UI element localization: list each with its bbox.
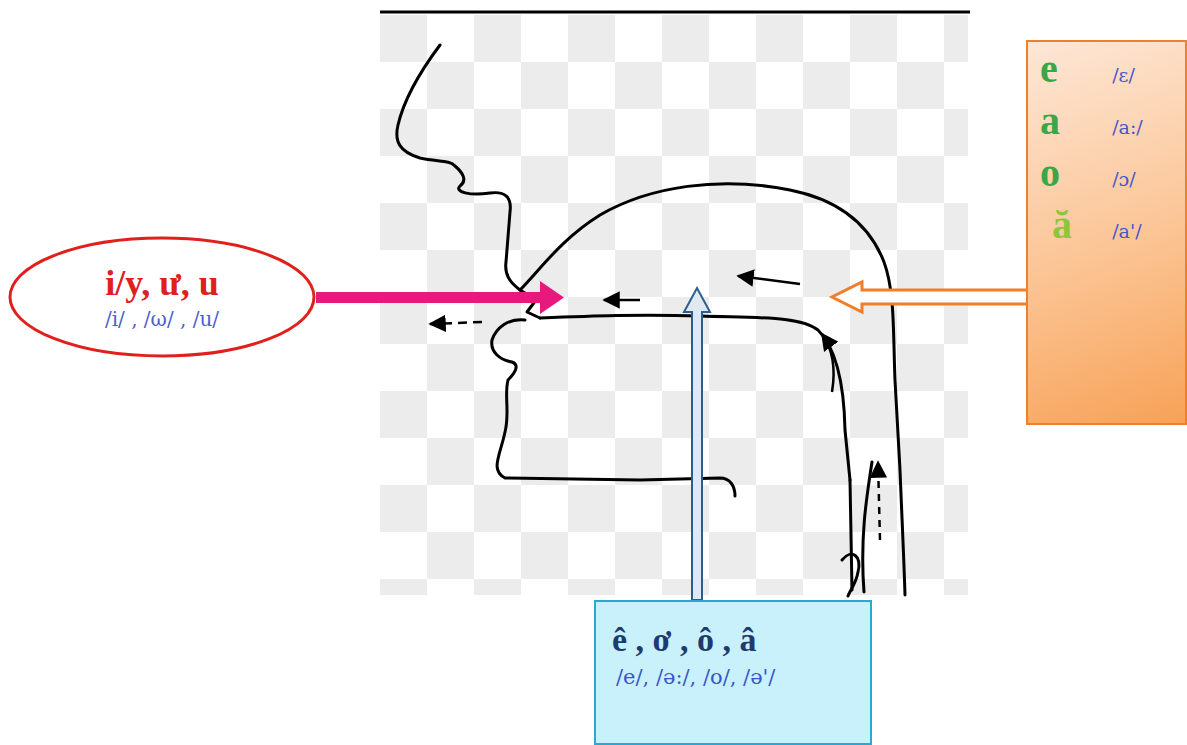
blue-pointer-arrow <box>684 288 710 600</box>
ipa-symbols: /ɛ/ <box>1112 65 1173 87</box>
ipa-symbols: /i/ , /ω/ , /u/ <box>105 308 219 331</box>
ipa-symbols: /a:/ <box>1112 117 1173 139</box>
vowel-letters: a <box>1040 98 1102 144</box>
vowel-box: ê , ơ , ô , â/e/, /ə:/, /o/, /ə'/ <box>594 600 872 745</box>
vowel-letters: o <box>1040 150 1102 196</box>
head-outline <box>397 45 905 596</box>
ipa-symbols: /e/, /ə:/, /o/, /ə'/ <box>612 665 775 689</box>
frame-line <box>380 11 970 14</box>
ipa-symbols: /a'/ <box>1112 221 1173 243</box>
ipa-symbols: /ɔ/ <box>1112 169 1173 191</box>
orange-pointer-arrow <box>832 282 1030 312</box>
vowel-letters: ê , ơ , ô , â <box>612 620 756 659</box>
vowel-box: e/ɛ/a/a:/ o/ɔ/ă/a'/ <box>1026 40 1187 425</box>
airflow-arrows <box>430 276 880 540</box>
vowel-letters: ă <box>1040 202 1102 248</box>
vowel-ellipse: i/y, ư, u/i/ , /ω/ , /u/ <box>8 236 316 358</box>
vowel-letters: e <box>1040 46 1102 92</box>
pink-pointer-arrow <box>316 281 564 314</box>
vowel-letters: i/y, ư, u <box>105 263 219 304</box>
ellipse-outline <box>10 238 314 356</box>
